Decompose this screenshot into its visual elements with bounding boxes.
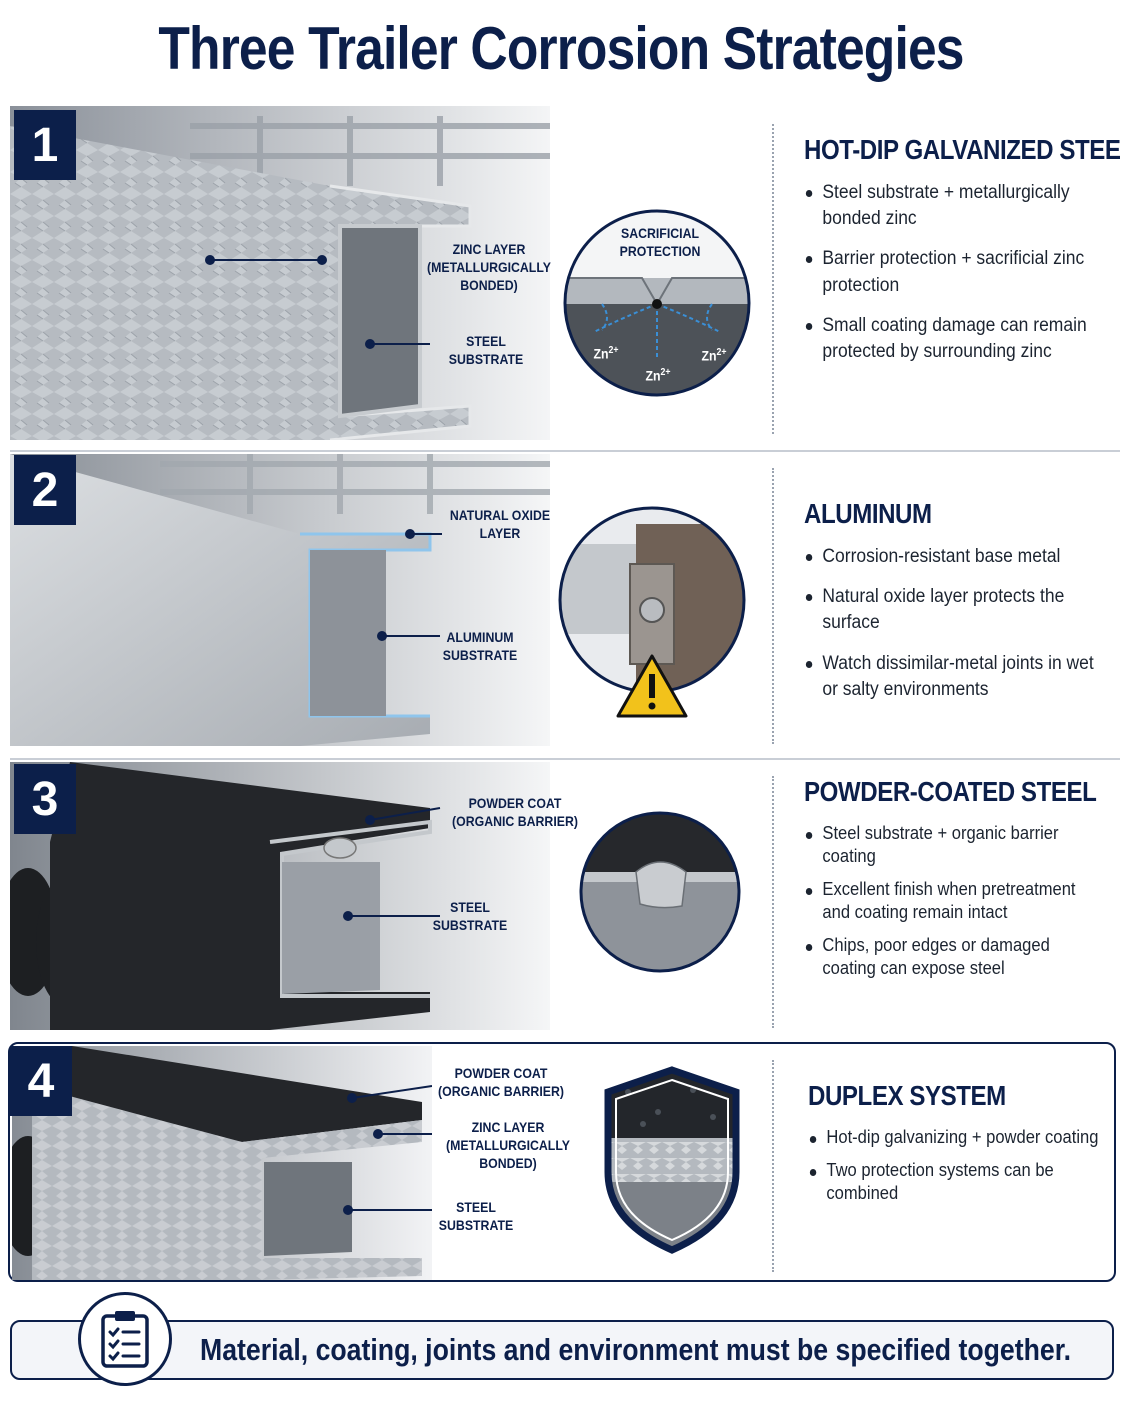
zn-ion-label: Zn2+ <box>645 367 671 384</box>
section-3-number: 3 <box>14 764 76 834</box>
bullet: Steel substrate + metallurgically bonded… <box>804 180 1108 232</box>
sacrificial-protection-label: SACRIFICIAL PROTECTION <box>619 225 701 260</box>
page-title: Three Trailer Corrosion Strategies <box>158 15 964 82</box>
callout-zinc-layer: ZINC LAYER (METALLURGICALLY BONDED) <box>446 1119 570 1172</box>
footer-banner <box>10 1320 1114 1380</box>
powder-coated-beam-illustration <box>10 762 550 1030</box>
zn-ion-label: Zn2+ <box>701 347 727 364</box>
section-2-heading: ALUMINUM <box>804 498 932 529</box>
section-separator <box>10 450 1120 452</box>
callout-powder-coat: POWDER COAT (ORGANIC BARRIER) <box>438 1065 564 1100</box>
callout-steel-substrate: STEEL SUBSTRATE <box>448 333 524 368</box>
section-1-info: HOT-DIP GALVANIZED STEEL Steel substrate… <box>804 134 1122 379</box>
bullet: Natural oxide layer protects the surface <box>804 584 1108 636</box>
section-divider-vertical <box>772 124 774 434</box>
section-1-heading: HOT-DIP GALVANIZED STEEL <box>804 134 1122 165</box>
callout-zinc-layer: ZINC LAYER (METALLURGICALLY BONDED) <box>427 241 551 294</box>
bullet: Two protection systems can be combined <box>808 1159 1112 1205</box>
section-2-number: 2 <box>14 455 76 525</box>
dissimilar-metal-joint-circle <box>556 504 748 729</box>
footer-message: Material, coating, joints and environmen… <box>200 1332 1072 1367</box>
duplex-section-frame <box>8 1042 1116 1282</box>
sacrificial-protection-circle <box>562 208 752 403</box>
bullet: Small coating damage can remain protecte… <box>804 313 1108 365</box>
section-4-heading: DUPLEX SYSTEM <box>808 1080 1006 1111</box>
duplex-shield-icon <box>598 1062 746 1261</box>
section-4-number: 4 <box>10 1046 72 1116</box>
callout-natural-oxide-layer: NATURAL OXIDE LAYER <box>449 507 551 542</box>
callout-steel-substrate: STEEL SUBSTRATE <box>438 1199 514 1234</box>
bullet: Steel substrate + organic barrier coatin… <box>804 822 1108 868</box>
clipboard-checklist-icon <box>78 1292 172 1386</box>
aluminum-beam-illustration <box>10 454 550 746</box>
bullet: Corrosion-resistant base metal <box>804 544 1108 570</box>
section-3-info: POWDER-COATED STEEL Steel substrate + or… <box>804 776 1114 990</box>
section-2-info: ALUMINUM Corrosion-resistant base metal … <box>804 498 1114 717</box>
bullet: Chips, poor edges or damaged coating can… <box>804 934 1108 980</box>
galvanized-beam-illustration <box>10 106 550 440</box>
bullet: Hot-dip galvanizing + powder coating <box>808 1126 1112 1149</box>
zn-ion-label: Zn2+ <box>593 345 619 362</box>
section-divider-vertical <box>772 1060 774 1272</box>
coating-chip-detail-circle <box>578 810 742 979</box>
section-1-number: 1 <box>14 110 76 180</box>
callout-powder-coat: POWDER COAT (ORGANIC BARRIER) <box>452 795 578 830</box>
section-separator <box>10 758 1120 760</box>
section-3-heading: POWDER-COATED STEEL <box>804 776 1097 807</box>
section-divider-vertical <box>772 776 774 1028</box>
bullet: Watch dissimilar-metal joints in wet or … <box>804 651 1108 703</box>
duplex-beam-illustration <box>12 1046 432 1280</box>
section-divider-vertical <box>772 468 774 744</box>
bullet: Barrier protection + sacrificial zinc pr… <box>804 246 1108 298</box>
bullet: Excellent finish when pretreatment and c… <box>804 878 1108 924</box>
callout-steel-substrate: STEEL SUBSTRATE <box>432 899 508 934</box>
section-4-info: DUPLEX SYSTEM Hot-dip galvanizing + powd… <box>808 1080 1118 1215</box>
callout-aluminum-substrate: ALUMINUM SUBSTRATE <box>442 629 518 664</box>
warning-icon <box>616 654 688 718</box>
